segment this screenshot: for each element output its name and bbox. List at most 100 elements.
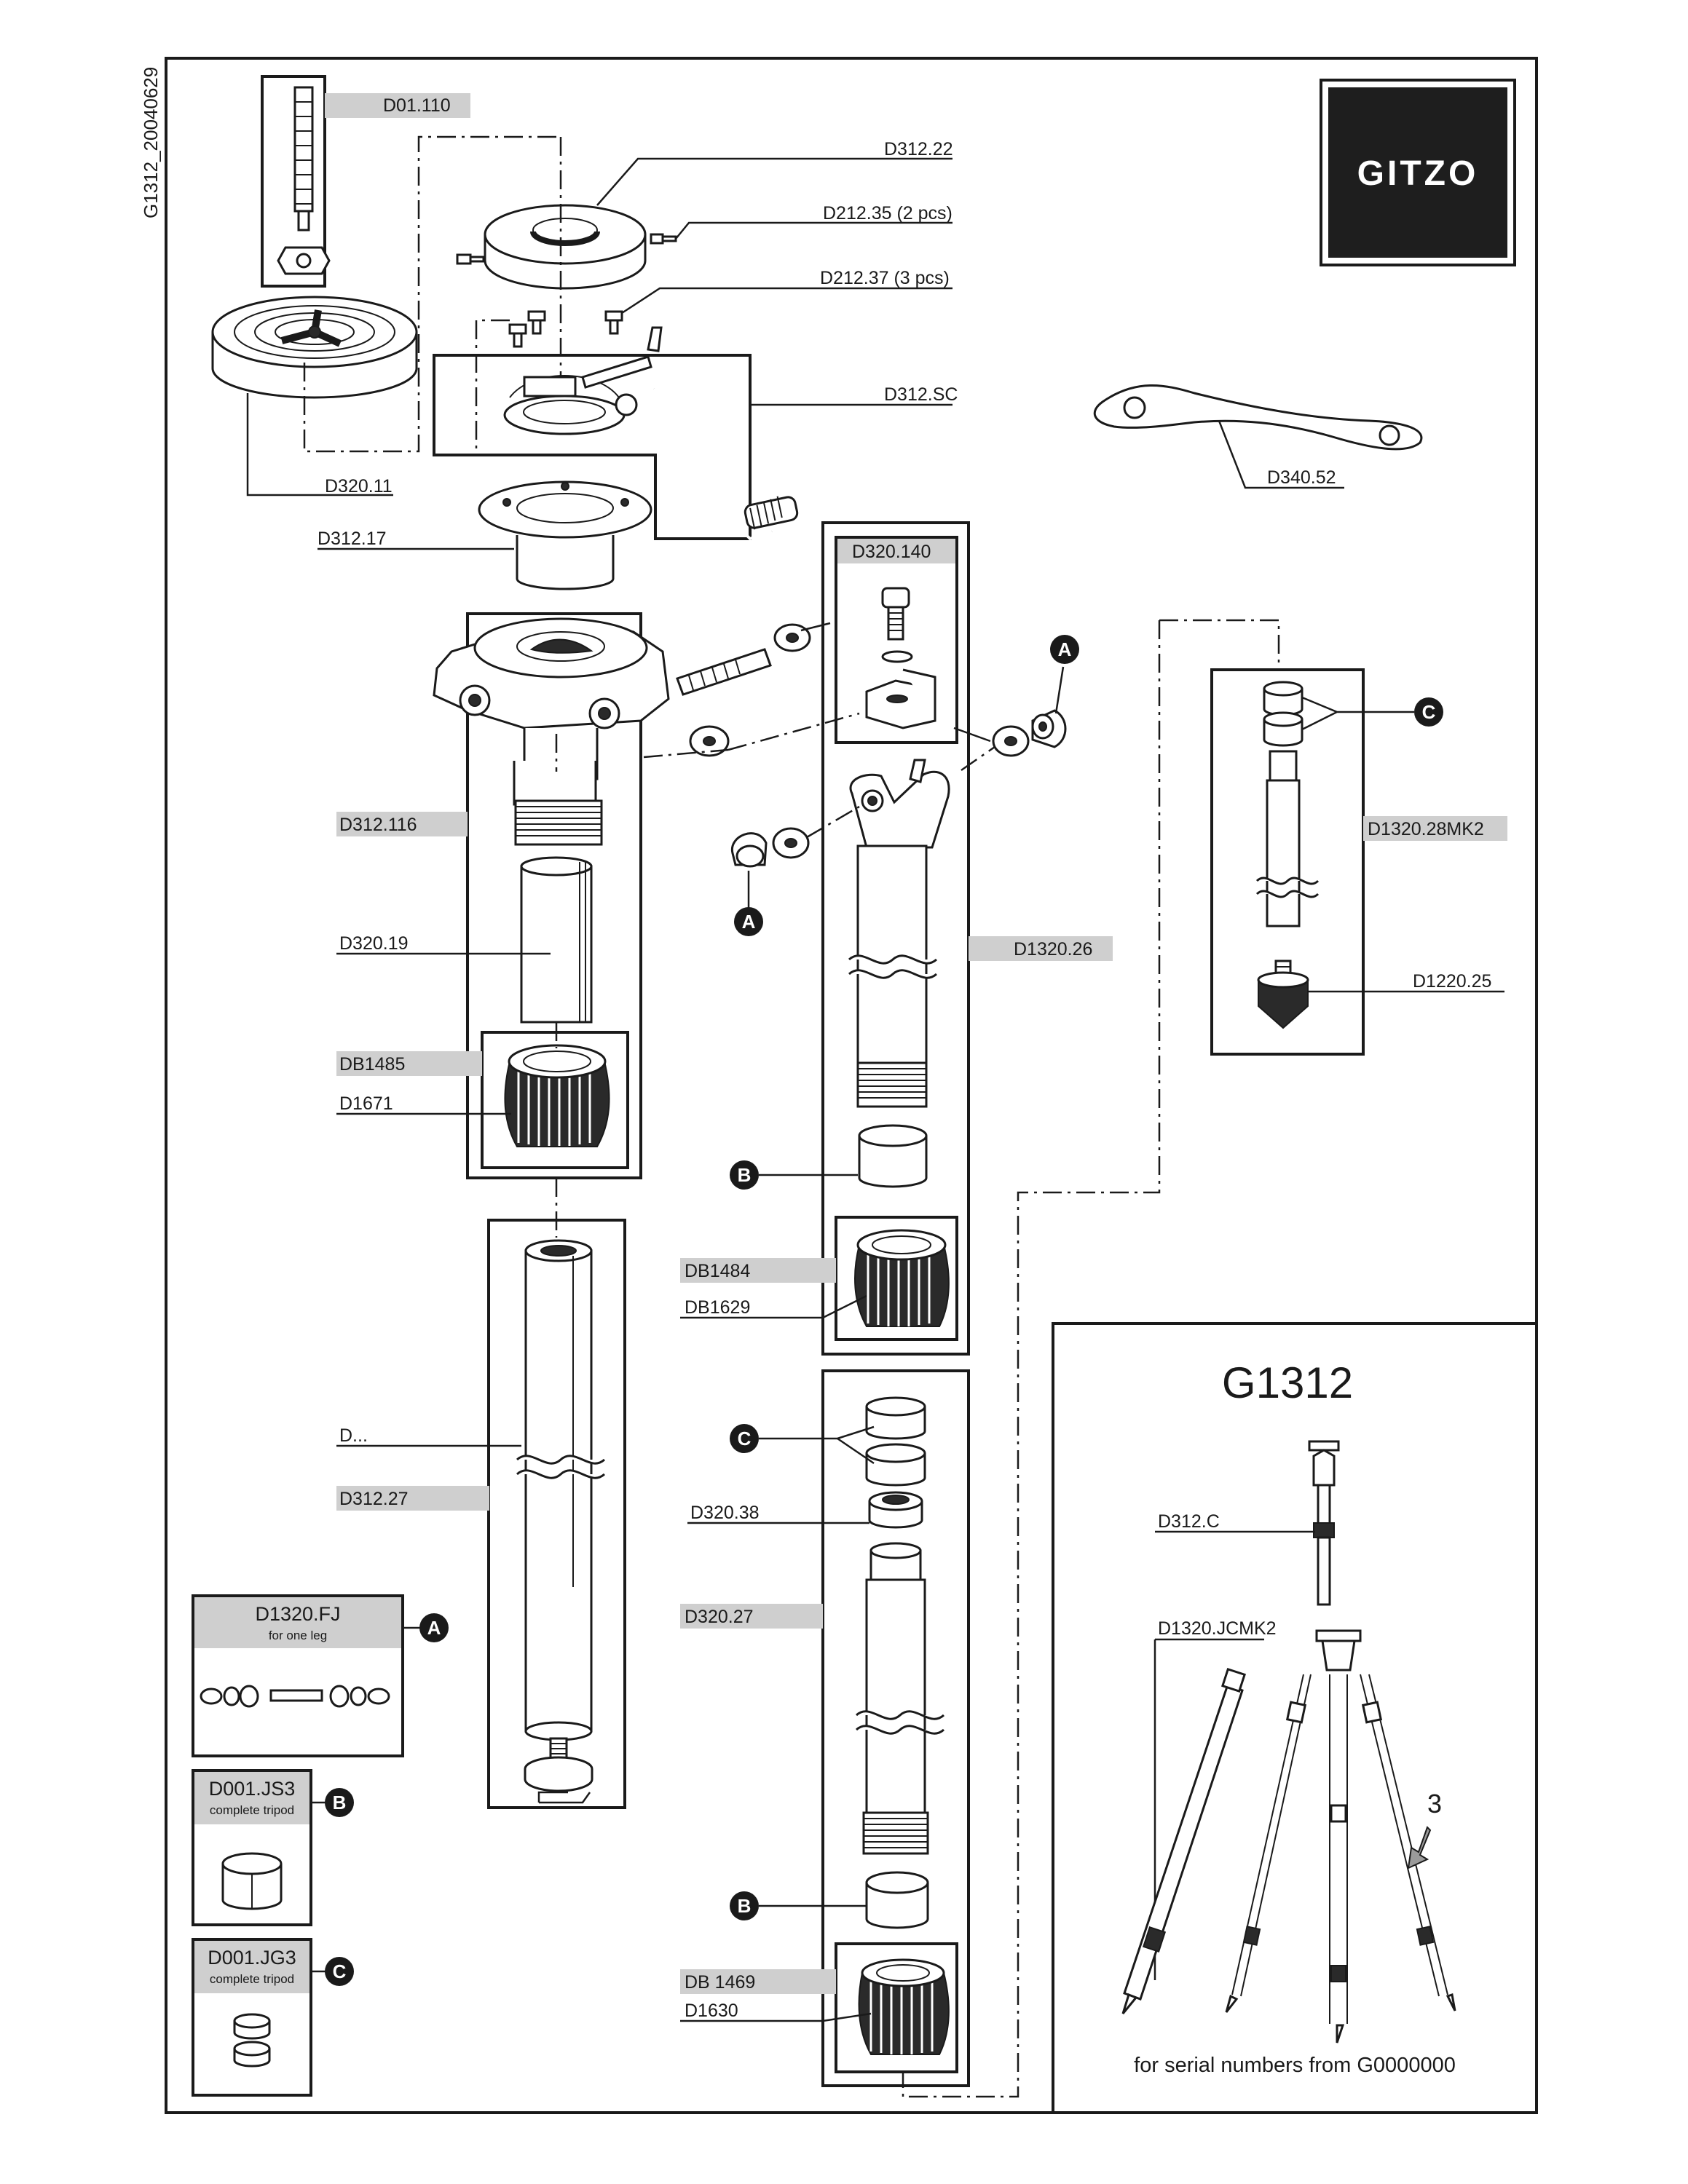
kit-d001-jg3-shims-illustration xyxy=(233,2013,271,2068)
d320-27-label: D320.27 xyxy=(685,1607,754,1627)
down-arrow-icon xyxy=(1407,1826,1432,1870)
db1484-label-bg xyxy=(680,1258,836,1283)
d320-140-box xyxy=(835,536,958,744)
lock-ring-db1629 xyxy=(854,1229,950,1327)
single-leg-thumb xyxy=(1121,1667,1247,2014)
d312-17-label: D312.17 xyxy=(318,529,387,549)
kit-d001-js3-note: complete tripod xyxy=(210,1803,294,1817)
badge-b-upper xyxy=(730,1160,759,1190)
d312-c-label: D312.C xyxy=(1158,1511,1220,1532)
lower-leg-tube xyxy=(855,1542,945,1855)
badge-b-kit xyxy=(325,1788,354,1817)
d212-35-label: D212.35 (2 pcs) xyxy=(823,203,953,223)
d1320-28mk2-box xyxy=(1210,668,1365,1056)
db1469-label: DB 1469 xyxy=(685,1972,755,1993)
serial-note: for serial numbers from G0000000 xyxy=(1134,2054,1456,2077)
d1671-label: D1671 xyxy=(339,1093,393,1114)
spike-leg-tube xyxy=(1255,681,1320,927)
acorn-nut-right xyxy=(1031,709,1067,748)
leg-clamp-shims xyxy=(865,1396,926,1487)
d340-52-label: D340.52 xyxy=(1267,467,1336,488)
kit-d001-jg3-code: D001.JG3 xyxy=(208,1947,296,1969)
d320-11-label: D320.11 xyxy=(325,476,393,496)
screw-d212-35-left xyxy=(456,253,485,265)
badge-c-right-text: C xyxy=(1422,701,1436,723)
db1469-box xyxy=(835,1942,958,2073)
db1485-label-bg xyxy=(336,1051,482,1076)
center-column xyxy=(516,1239,606,1741)
bushing-b-lower xyxy=(865,1871,929,1929)
kit-d1320-fj-code: D1320.FJ xyxy=(255,1603,340,1625)
ring-d312-22 xyxy=(484,204,647,290)
d312-sc-box xyxy=(433,354,752,540)
screw-d212-37-b xyxy=(527,310,546,335)
washer-lower xyxy=(772,827,810,859)
kit-d001-js3: D001.JS3 complete tripod xyxy=(192,1769,312,1926)
screw-d212-37-c xyxy=(604,310,623,335)
kit-d001-jg3-note: complete tripod xyxy=(210,1972,294,1986)
d-dots-label: D... xyxy=(339,1425,368,1446)
badge-c-right xyxy=(1414,697,1443,727)
d1320-jcmk2-label: D1320.JCMK2 xyxy=(1158,1618,1277,1639)
column-clamp-d312-sc xyxy=(503,326,663,435)
brand-logo-text: GITZO xyxy=(1357,154,1479,193)
crank-handle xyxy=(652,387,799,541)
spike-foot-d1220-25 xyxy=(1257,960,1309,1029)
d312-27-label-bg xyxy=(336,1486,489,1511)
d1630-label: D1630 xyxy=(685,2001,738,2021)
tripod-thumb xyxy=(1225,1629,1456,2043)
upper-leg-tube xyxy=(848,844,938,1108)
d1220-25-label: D1220.25 xyxy=(1413,971,1491,992)
sleeve-d320-38 xyxy=(868,1491,923,1529)
db1469-label-bg xyxy=(680,1969,836,1994)
d1320-28mk2-label-bg xyxy=(1363,816,1507,841)
kit-d1320-fj-parts-illustration xyxy=(200,1685,390,1708)
badge-b-lower xyxy=(730,1891,759,1920)
d312-116-box xyxy=(466,612,642,1179)
badge-b-upper-text: B xyxy=(738,1164,752,1186)
d312-116-label: D312.116 xyxy=(339,815,417,835)
db1485-box xyxy=(481,1031,629,1169)
badge-a-kit-text: A xyxy=(427,1617,441,1639)
brand-logo: GITZO xyxy=(1320,79,1516,266)
d1320-26-label-bg xyxy=(969,936,1113,961)
d320-38-label: D320.38 xyxy=(690,1503,760,1523)
d320-27-label-bg xyxy=(680,1604,823,1629)
d01-110-label-bg xyxy=(325,93,470,118)
threaded-stud xyxy=(277,86,331,275)
d320-19-label: D320.19 xyxy=(339,933,409,954)
lock-ring-d1630 xyxy=(858,1958,950,2055)
d01-110-box xyxy=(261,75,326,288)
d1320-28mk2-label: D1320.28MK2 xyxy=(1368,819,1484,839)
wrench-d340-52 xyxy=(1093,384,1423,451)
screw-d212-35-right xyxy=(650,233,677,245)
threaded-sleeve xyxy=(514,799,603,846)
d01-110-label: D01.110 xyxy=(383,95,451,116)
badge-c-kit xyxy=(325,1957,354,1986)
flange-d312-17 xyxy=(478,480,652,590)
badge-a-kit xyxy=(419,1613,449,1642)
d320-27-box xyxy=(821,1369,970,2087)
screw-d212-37-a xyxy=(508,323,527,348)
d312-sc-label: D312.SC xyxy=(884,384,958,405)
washer-left xyxy=(689,725,730,757)
badge-b-kit-text: B xyxy=(333,1792,347,1813)
page-frame xyxy=(165,57,1538,2114)
column-end-hook xyxy=(524,1737,593,1804)
d312-27-box xyxy=(487,1219,626,1809)
d212-37-label: D212.37 (3 pcs) xyxy=(820,268,950,288)
d312-116-label-bg xyxy=(336,812,468,836)
acorn-nut-lower xyxy=(731,832,768,868)
kit-d1320-fj-note: for one leg xyxy=(269,1629,327,1642)
model-title: G1312 xyxy=(1222,1358,1353,1407)
washer-right xyxy=(992,725,1030,757)
d312-22-label: D312.22 xyxy=(884,139,953,159)
level-marker-text: 3 xyxy=(1427,1789,1442,1819)
badge-a-left-text: A xyxy=(742,911,756,933)
badge-c-lower xyxy=(730,1424,759,1453)
badge-c-lower-text: C xyxy=(738,1428,752,1449)
hinge-bolt-and-plate xyxy=(865,587,936,729)
d320-140-label: D320.140 xyxy=(852,542,931,562)
